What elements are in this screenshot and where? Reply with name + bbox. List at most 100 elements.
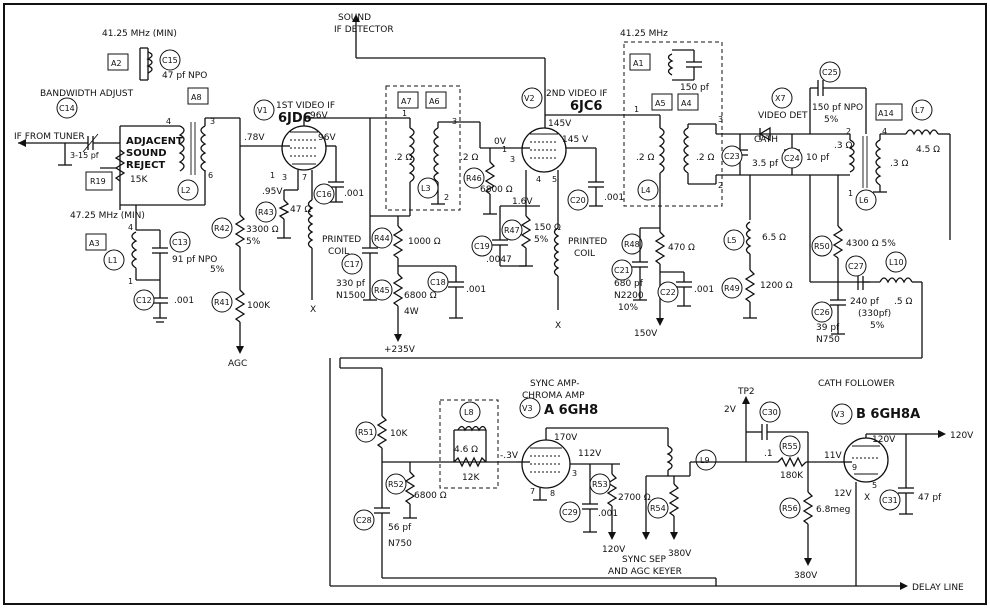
x-mark-3: X xyxy=(864,493,870,503)
v120-out-label: 120V xyxy=(950,431,974,441)
l3-stage: SOUND IF DETECTOR A7 A6 .2 Ω .2 Ω L3 1 3… xyxy=(334,13,546,355)
v1-pin-1: 1 xyxy=(270,171,275,180)
a14-ref: A14 xyxy=(878,109,894,118)
r19-ref: R19 xyxy=(90,177,106,186)
c13-value: 91 pf NPO xyxy=(172,255,217,265)
c20-ref: C20 xyxy=(570,196,586,205)
v2-tube xyxy=(521,127,567,173)
pin-4b: 4 xyxy=(128,223,133,232)
v2-pin-5: 5 xyxy=(552,175,557,184)
l8-shield xyxy=(439,399,499,489)
pin-1: 1 xyxy=(128,277,133,286)
r52-ref: R52 xyxy=(388,480,404,489)
sync-sep-label: SYNC SEP xyxy=(622,555,666,565)
c26-value: 39 pf xyxy=(816,323,840,333)
v120a-label: 120V xyxy=(602,545,626,555)
x-mark-1: X xyxy=(310,305,316,315)
v1-plate-voltage: 96V xyxy=(310,111,328,121)
c26-ref: C26 xyxy=(814,308,830,317)
v2-stage: 0V R46 6800 Ω 145V 145 V V2 2ND VIDEO IF… xyxy=(463,87,640,331)
r55-ref: R55 xyxy=(782,442,798,451)
c29-ref: C29 xyxy=(562,508,578,517)
v3b-pin-5: 5 xyxy=(872,481,877,490)
c20-value: .001 xyxy=(604,193,624,203)
a4-ref: A4 xyxy=(681,99,692,108)
c16-ref: C16 xyxy=(316,190,332,199)
a8-ref: A8 xyxy=(191,93,202,102)
c14-ref: C14 xyxy=(59,104,75,113)
a3-ref: A3 xyxy=(89,239,100,248)
l6-ref: L6 xyxy=(859,196,869,205)
c21-ref: C21 xyxy=(614,266,630,275)
r19-value: 15K xyxy=(130,175,148,185)
r50-value: 4300 Ω 5% xyxy=(846,239,896,249)
v2-screen-voltage: 145 V xyxy=(562,135,589,145)
v2-ref: V2 xyxy=(524,94,535,103)
r48-value: 470 Ω xyxy=(668,243,695,253)
r51-ref: R51 xyxy=(358,428,374,437)
bandwidth-adjust-label: BANDWIDTH ADJUST xyxy=(40,89,134,99)
v2-pin-3: 3 xyxy=(510,155,515,164)
x7-ref: X7 xyxy=(775,94,786,103)
l10-ref: L10 xyxy=(889,258,904,267)
l5-ref: L5 xyxy=(727,236,737,245)
if-from-tuner-label: IF FROM TUNER xyxy=(14,132,85,142)
l3-shield xyxy=(385,85,461,211)
agc-keyer-label: AND AGC KEYER xyxy=(608,567,682,577)
l3-z1: .2 Ω xyxy=(394,153,412,163)
r54-ref: R54 xyxy=(650,504,666,513)
c23-ref: C23 xyxy=(724,152,740,161)
r51-value: 10K xyxy=(390,429,408,439)
adjacent-label: ADJACENT xyxy=(126,136,183,147)
v1-ref: V1 xyxy=(257,106,268,115)
r49-value: 1200 Ω xyxy=(760,281,793,291)
reject-label: REJECT xyxy=(126,160,165,171)
l4-z1: .2 Ω xyxy=(636,153,654,163)
v3a-plate-voltage: 170V xyxy=(554,433,578,443)
c25-ref: C25 xyxy=(822,68,838,77)
v3a-grid-voltage: -.3V xyxy=(500,451,519,461)
l8-ref: L8 xyxy=(464,408,474,417)
c27-value: 240 pf xyxy=(850,297,880,307)
l4-pin-3: 3 xyxy=(718,115,723,124)
pin-6: 6 xyxy=(208,171,213,180)
r53-value: 2700 Ω xyxy=(618,493,651,503)
v3b-cathode-voltage: 12V xyxy=(834,489,852,499)
r55-value: 180K xyxy=(780,471,804,481)
video-det-label: VIDEO DET xyxy=(758,111,808,121)
v3a-tube-type: A 6GH8 xyxy=(544,403,598,418)
c29-value: .001 xyxy=(598,509,618,519)
c25-value: 150 pf NPO xyxy=(812,103,863,113)
l4-pin-2: 2 xyxy=(718,181,723,190)
l6-pin-2: 2 xyxy=(846,127,851,136)
l3-z2: .2 Ω xyxy=(460,153,478,163)
freq-a3: 47.25 MHz (MIN) xyxy=(70,211,145,221)
a7-ref: A7 xyxy=(401,97,412,106)
c22-value: .001 xyxy=(694,285,714,295)
r47-value: 150 Ω xyxy=(534,223,561,233)
r19-ref-box xyxy=(85,171,113,191)
v3b-ref: V3 xyxy=(834,410,845,419)
a2-box xyxy=(107,53,129,71)
sound-label: SOUND xyxy=(126,148,167,159)
v3b-stage: TP2 2V C30 .1 R55 180K 380V R56 6.8meg 1… xyxy=(329,358,974,593)
v2-plate-voltage: 145V xyxy=(548,119,572,129)
v2-pin-1: 1 xyxy=(502,145,507,154)
c31-ref: C31 xyxy=(882,496,898,505)
a5-ref: A5 xyxy=(655,99,666,108)
tp2-label: TP2 xyxy=(737,387,755,397)
v3a-ref: V3 xyxy=(522,404,533,413)
v1-screen-voltage: 96V xyxy=(318,133,336,143)
l4-z2: .2 Ω xyxy=(696,153,714,163)
l3-pin-3: 3 xyxy=(452,117,457,126)
l6-pin-4: 4 xyxy=(882,127,887,136)
c13-ref: C13 xyxy=(172,238,188,247)
r43-ref: R43 xyxy=(258,208,274,217)
c27-tol: 5% xyxy=(870,321,885,331)
v2-title: 2ND VIDEO IF xyxy=(546,89,607,99)
v2v-label: 2V xyxy=(724,405,737,415)
r53-ref: R53 xyxy=(592,480,608,489)
r46-value: 6800 Ω xyxy=(480,185,513,195)
r41-value: 100K xyxy=(247,301,271,311)
v3a-title-1: SYNC AMP- xyxy=(530,379,580,389)
